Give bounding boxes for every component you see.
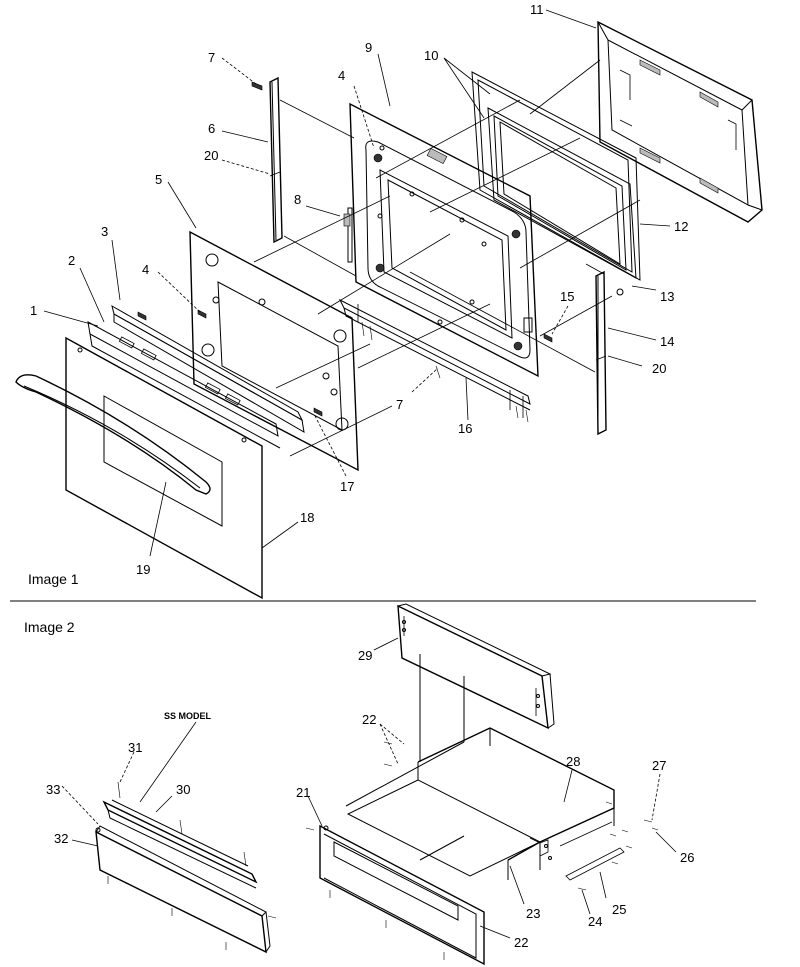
callout-4-back: 4 [338,68,345,83]
image2-drawer-assembly: 21 22 22 23 24 25 26 27 28 29 30 31 32 3… [24,603,694,966]
callout-7-bottom: 7 [396,397,403,412]
callout-20-left: 20 [204,148,218,163]
callout-leaders-image1 [43,9,671,557]
part-door-top-trim [111,304,305,433]
callout-7-top: 7 [208,50,215,65]
callout-30: 30 [176,782,190,797]
part-ss-drawer-trim [102,799,258,889]
callout-24: 24 [588,914,602,929]
callout-31: 31 [128,740,142,755]
callout-13: 13 [660,289,674,304]
callout-28: 28 [566,754,580,769]
part-drawer-back-panel [397,603,555,730]
part-ss-drawer-front [95,825,271,954]
fasteners-ss-front [107,781,277,950]
part-bottom-door-channel [338,298,531,418]
callout-17: 17 [340,479,354,494]
part-glass-pane [471,71,641,296]
fasteners-drawer [305,741,659,960]
part-left-door-trim [251,76,283,244]
callout-33: 33 [46,782,60,797]
callout-numbers-image2: 21 22 22 23 24 25 26 27 28 29 30 31 32 3… [46,648,694,950]
callout-11: 11 [530,2,544,17]
callout-26: 26 [680,850,694,865]
callout-6: 6 [208,121,215,136]
part-inner-door-panel [343,102,539,378]
image2-label: Image 2 [24,619,75,635]
callout-numbers-image1: 1 2 3 4 4 5 6 7 7 8 9 10 11 12 13 14 15 … [30,2,688,577]
ss-model-note: SS MODEL [164,711,212,721]
callout-23: 23 [526,906,540,921]
callout-3: 3 [101,224,108,239]
image1-oven-door-assembly: 1 2 3 4 4 5 6 7 7 8 9 10 11 12 13 14 15 … [15,2,763,600]
callout-18: 18 [300,510,314,525]
callout-16: 16 [458,421,472,436]
callout-15: 15 [560,289,574,304]
callout-21: 21 [296,785,310,800]
callout-22-top: 22 [362,712,376,727]
callout-19: 19 [136,562,150,577]
part-door-handle [15,374,211,495]
part-right-door-trim [595,270,607,436]
fasteners-image1 [197,309,553,423]
assembly-alignment-lines [253,59,641,457]
callout-4-front: 4 [142,262,149,277]
callout-27: 27 [652,758,666,773]
part-outer-door-frame [597,20,763,223]
callout-14: 14 [660,334,674,349]
callout-leaders-image2 [61,637,677,939]
callout-5: 5 [155,172,162,187]
part-outer-door-panel [65,336,263,600]
image1-label: Image 1 [28,571,79,587]
callout-32: 32 [54,831,68,846]
callout-9: 9 [365,40,372,55]
callout-25: 25 [612,902,626,917]
callout-2: 2 [68,253,75,268]
callout-1: 1 [30,303,37,318]
part-drawer-front [319,824,485,966]
part-drawer-body [345,654,625,881]
callout-29: 29 [358,648,372,663]
part-door-middle-panel [189,230,359,472]
callout-8: 8 [294,192,301,207]
callout-10: 10 [424,48,438,63]
part-door-vent-channel [87,321,281,449]
callout-22-bottom: 22 [514,935,528,950]
callout-20-right: 20 [652,361,666,376]
callout-12: 12 [674,219,688,234]
